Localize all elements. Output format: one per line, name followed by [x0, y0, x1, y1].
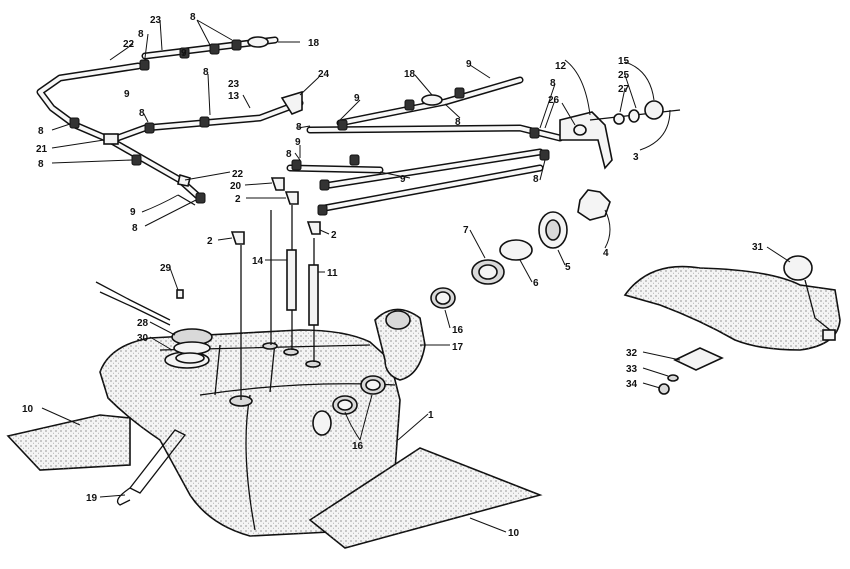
pickup-tubes [240, 205, 319, 400]
callout-6: 6 [533, 278, 539, 289]
callout-9: 9 [130, 207, 136, 218]
tank-strap [116, 429, 186, 506]
callout-32: 32 [626, 348, 638, 359]
callout-23: 23 [228, 79, 240, 90]
callout-21: 21 [36, 144, 48, 155]
primer-assembly [613, 100, 664, 125]
hose-clamps [69, 39, 550, 216]
callout-16: 16 [452, 325, 464, 336]
callout-8: 8 [38, 126, 44, 137]
tank-mat-right [308, 447, 543, 549]
callout-19: 19 [86, 493, 98, 504]
callout-13: 13 [228, 91, 240, 102]
callout-8: 8 [455, 117, 461, 128]
callout-9: 9 [466, 59, 472, 70]
tank-mat-left [6, 414, 131, 471]
callout-12: 12 [555, 61, 567, 72]
callout-8: 8 [203, 67, 209, 78]
callout-18: 18 [404, 69, 416, 80]
callout-25: 25 [618, 70, 630, 81]
filler-neck-assembly [430, 189, 611, 309]
callout-27: 27 [618, 84, 630, 95]
callout-2: 2 [331, 230, 337, 241]
callout-34: 34 [626, 379, 638, 390]
callout-15: 15 [618, 56, 630, 67]
filler-hose [332, 308, 426, 415]
callout-29: 29 [160, 263, 172, 274]
leader-lines [41, 19, 791, 533]
callout-10: 10 [508, 528, 520, 539]
callout-8: 8 [190, 12, 196, 23]
callout-20: 20 [230, 181, 242, 192]
callout-labels: 23 8 22 8 9 18 24 8 23 13 9 8 8 21 8 9 8… [22, 12, 764, 539]
callout-4: 4 [603, 248, 609, 259]
callout-31: 31 [752, 242, 764, 253]
fittings [103, 133, 321, 245]
callout-7: 7 [463, 225, 469, 236]
callout-1: 1 [428, 410, 434, 421]
callout-5: 5 [565, 262, 571, 273]
callout-8: 8 [286, 149, 292, 160]
callout-24: 24 [318, 69, 330, 80]
callout-2: 2 [207, 236, 213, 247]
callout-9: 9 [124, 89, 130, 100]
callout-8: 8 [38, 159, 44, 170]
callout-9: 9 [354, 93, 360, 104]
callout-8: 8 [139, 108, 145, 119]
fuel-filters [247, 36, 443, 115]
callout-17: 17 [452, 342, 464, 353]
callout-2: 2 [235, 194, 241, 205]
callout-8: 8 [550, 78, 556, 89]
callout-8: 8 [138, 29, 144, 40]
callout-10: 10 [22, 404, 34, 415]
callout-26: 26 [548, 95, 560, 106]
callout-30: 30 [137, 333, 149, 344]
callout-9: 9 [400, 174, 406, 185]
fuel-gauge-sender [95, 281, 213, 364]
callout-8: 8 [296, 122, 302, 133]
callout-16: 16 [352, 441, 364, 452]
callout-23: 23 [150, 15, 162, 26]
callout-9: 9 [295, 137, 301, 148]
callout-14: 14 [252, 256, 264, 267]
fuel-line-hose [36, 36, 564, 212]
callout-3: 3 [633, 152, 639, 163]
callout-33: 33 [626, 364, 638, 375]
callout-9: 9 [181, 48, 187, 59]
callout-22: 22 [232, 169, 244, 180]
callout-8: 8 [132, 223, 138, 234]
callout-22: 22 [123, 39, 135, 50]
callout-11: 11 [327, 268, 338, 279]
callout-8: 8 [533, 174, 539, 185]
callout-18: 18 [308, 38, 320, 49]
console-panel [623, 255, 841, 395]
callout-28: 28 [137, 318, 149, 329]
